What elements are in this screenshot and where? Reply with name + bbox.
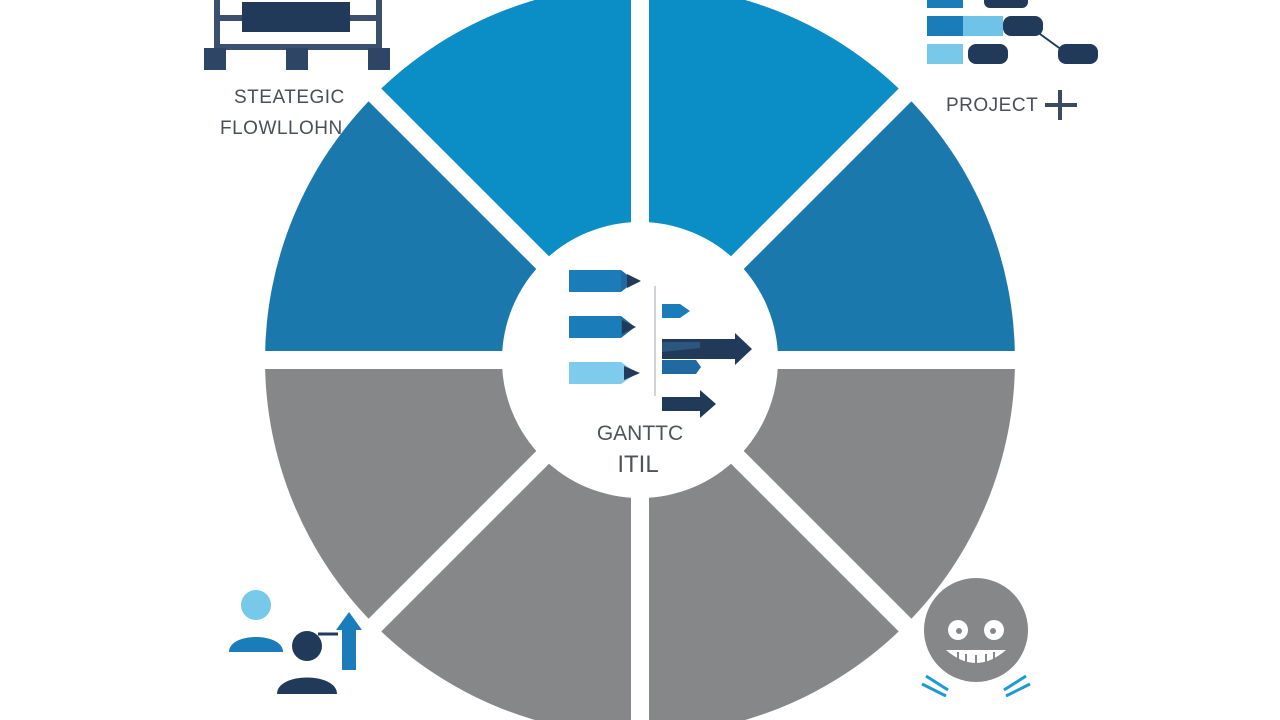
top-left-label-line1: STEATEGIC [234, 87, 345, 108]
team-growth-icon [229, 590, 362, 694]
smiley-icon [921, 578, 1031, 698]
project-plus-icon [927, 0, 1098, 64]
wheel [255, 0, 1025, 720]
center-label-top: GANTTC [597, 422, 683, 445]
flowchart-icon [204, 0, 390, 70]
top-left-label-line2: FLOWLLOHN [220, 118, 343, 139]
top-right-label: PROJECT [946, 95, 1038, 116]
gantt-chart-icon [569, 270, 752, 418]
plus-icon [1045, 90, 1077, 120]
center-label-bottom: ITIL [617, 451, 658, 478]
